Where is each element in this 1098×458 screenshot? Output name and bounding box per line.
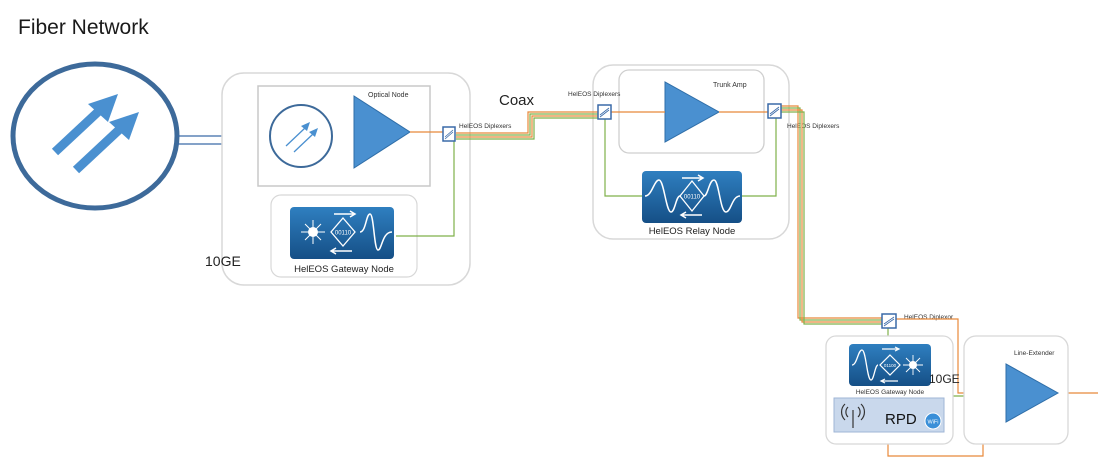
diplexer-4-icon [881,313,897,329]
rpd-box [833,397,945,433]
line-extender-label: Line-Extender [1014,350,1055,357]
diplexer-2-icon [597,104,612,120]
svg-text:00110: 00110 [335,231,352,237]
antenna-icon [841,403,865,428]
rpd-label: RPD [885,411,917,428]
line-extender-amp-icon [1005,363,1060,423]
gateway-chip-left-icon: 00110 [290,207,394,259]
diplexers-label-2: HelEOS Diplexers [568,91,621,98]
optical-receiver-icon [269,104,333,168]
diplexer-3-icon [767,103,782,119]
wifi-badge-icon: WiFi [924,412,942,430]
trunk-amp-label: Trunk Amp [713,82,747,89]
page-title: Fiber Network [18,16,149,39]
gateway-chip-right-icon: 01100 [849,344,931,386]
gateway-node-right-label: HelEOS Gateway Node [856,389,925,396]
svg-text:01100: 01100 [884,363,897,368]
diplexer-label-4: HelEOS Diplexor [904,314,954,321]
optical-node-label: Optical Node [368,92,409,99]
fiber-source-icon [10,61,180,211]
gateway-node-left-label: HelEOS Gateway Node [294,264,394,275]
optical-amp-icon [353,95,411,169]
relay-node-label: HelEOS Relay Node [649,226,736,237]
coax-label: Coax [499,92,535,109]
ge-left-label: 10GE [205,253,241,269]
diplexers-label-3: HelEOS Diplexers [787,123,840,130]
diplexers-label-1: HelEOS Diplexers [459,123,512,130]
relay-node-chip-icon: 00110 [642,171,742,223]
svg-text:00110: 00110 [684,195,701,201]
diplexer-1-icon [442,126,456,142]
svg-text:WiFi: WiFi [928,420,939,426]
ge-right-label: 10GE [929,372,960,386]
